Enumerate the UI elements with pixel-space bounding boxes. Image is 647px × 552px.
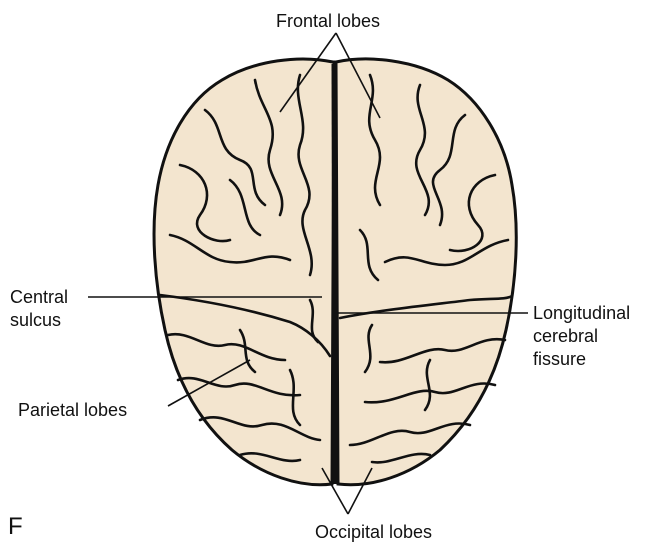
left-hemisphere [154, 59, 334, 485]
frontal-lobes-label: Frontal lobes [276, 10, 380, 32]
right-hemisphere [336, 59, 516, 485]
central-sulcus-label-line2: sulcus [10, 309, 61, 331]
longitudinal-fissure [334, 64, 335, 484]
central-sulcus-label-line1: Central [10, 286, 68, 308]
parietal-lobes-label: Parietal lobes [18, 399, 127, 421]
panel-letter: F [8, 514, 23, 540]
longitudinal-fissure-label-line1: Longitudinal [533, 302, 630, 324]
longitudinal-fissure-label-line3: fissure [533, 348, 586, 370]
longitudinal-fissure-label-line2: cerebral [533, 325, 598, 347]
occipital-lobes-label: Occipital lobes [315, 521, 432, 543]
